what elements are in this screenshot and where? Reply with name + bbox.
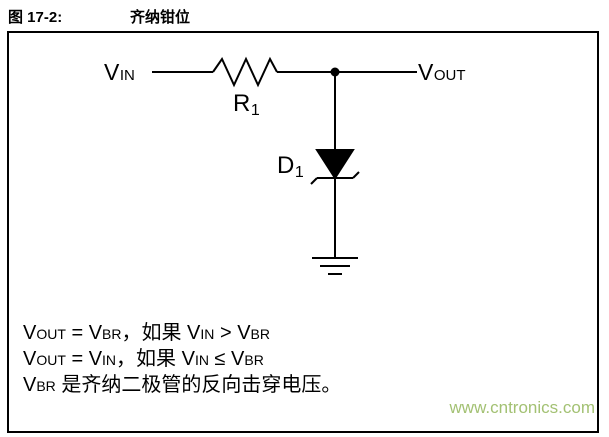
d1-label: D1 bbox=[277, 152, 304, 182]
vin-label: VIN bbox=[104, 59, 135, 86]
vout-main: V bbox=[418, 59, 434, 85]
vout-sub: OUT bbox=[433, 67, 466, 84]
zener-diode-symbol bbox=[310, 149, 360, 185]
figure-number: 图 17-2: bbox=[8, 9, 63, 26]
junction-dot bbox=[330, 67, 340, 77]
ground-symbol bbox=[312, 257, 358, 275]
vin-sub: IN bbox=[119, 67, 135, 84]
figure-title: 齐纳钳位 bbox=[130, 9, 191, 26]
note-line-1: VOUT = VBR，如果 VIN > VBR bbox=[23, 322, 270, 344]
figure-frame bbox=[7, 31, 599, 433]
resistor-symbol bbox=[212, 56, 278, 88]
note-line-2: VOUT = VIN，如果 VIN ≤ VBR bbox=[23, 348, 264, 370]
note-line-3: VBR 是齐纳二极管的反向击穿电压。 bbox=[23, 374, 342, 396]
d1-sub: 1 bbox=[294, 164, 305, 181]
r1-label: R1 bbox=[233, 90, 260, 120]
vin-main: V bbox=[104, 59, 120, 85]
r1-sub: 1 bbox=[250, 102, 261, 119]
d1-main: D bbox=[277, 152, 295, 179]
vout-label: VOUT bbox=[418, 59, 466, 86]
watermark: www.cntronics.com bbox=[449, 398, 595, 417]
r1-main: R bbox=[233, 90, 251, 117]
figure-notes: VOUT = VBR，如果 VIN > VBR VOUT = VIN，如果 VI… bbox=[23, 321, 341, 399]
